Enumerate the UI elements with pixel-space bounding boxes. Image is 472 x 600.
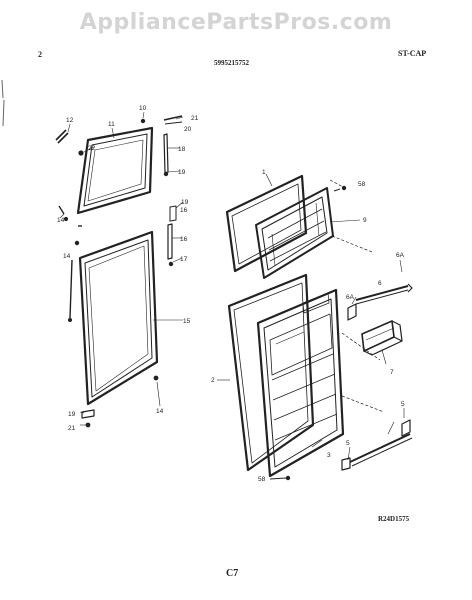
callout-labels: 12 11 10 22 21 20 18 19 19 16 16 17 14 1… bbox=[57, 105, 405, 483]
header-page-ref: 2 bbox=[38, 50, 42, 59]
callout-16-a: 16 bbox=[180, 207, 188, 214]
freezer-door-seal bbox=[225, 174, 308, 273]
header-model-number: 5995215752 bbox=[214, 59, 249, 67]
part-10-screw bbox=[140, 118, 146, 124]
callout-19-bottom: 19 bbox=[68, 411, 76, 418]
callout-11: 11 bbox=[108, 121, 115, 128]
header-section-code: ST-CAP bbox=[398, 49, 427, 58]
callout-19-mid: 19 bbox=[181, 199, 189, 206]
callout-5: 5 bbox=[346, 440, 350, 447]
callout-14-b: 14 bbox=[63, 253, 71, 260]
fresh-food-door-liner bbox=[256, 288, 345, 478]
callout-20: 20 bbox=[184, 126, 192, 133]
callout-14-c: 14 bbox=[156, 408, 164, 415]
page-number: C7 bbox=[226, 568, 239, 579]
watermark: AppliancePartsPros.com bbox=[79, 10, 393, 35]
callout-21-bottom: 21 bbox=[68, 425, 76, 432]
middle-hinge-parts bbox=[167, 205, 177, 267]
callout-1: 1 bbox=[262, 169, 266, 176]
left-screws bbox=[58, 205, 159, 381]
callout-15: 15 bbox=[183, 318, 191, 325]
callout-3: 3 bbox=[327, 452, 331, 459]
callout-6: 6 bbox=[378, 280, 382, 287]
lower-hinge-parts bbox=[81, 409, 95, 428]
callout-58-bottom: 58 bbox=[258, 476, 266, 483]
scan-edge-mark bbox=[1, 79, 5, 127]
callout-7: 7 bbox=[390, 369, 394, 376]
part-6-shelf-rail bbox=[347, 283, 413, 321]
fresh-food-door-gasket bbox=[78, 230, 159, 406]
callout-58-top: 58 bbox=[358, 181, 366, 188]
callout-2: 2 bbox=[211, 377, 215, 384]
callout-21-top: 21 bbox=[191, 115, 199, 122]
freezer-door-gasket bbox=[76, 126, 154, 215]
callout-16-b: 16 bbox=[180, 236, 188, 243]
part-22-screw bbox=[78, 150, 84, 156]
callout-18: 18 bbox=[178, 146, 186, 153]
callout-10: 10 bbox=[139, 105, 147, 112]
part-7-dairy-bin bbox=[361, 320, 403, 356]
part-12-strip bbox=[55, 129, 69, 144]
part-58-screw-bottom bbox=[269, 475, 291, 481]
callout-6a-top: 6A bbox=[396, 252, 405, 259]
callout-22: 22 bbox=[88, 145, 96, 152]
callout-4-area-5: 5 bbox=[401, 401, 405, 408]
part-4-lower-rail bbox=[341, 419, 413, 471]
callout-leaders bbox=[59, 111, 405, 461]
fresh-food-door-seal bbox=[227, 273, 315, 472]
callout-9: 9 bbox=[363, 217, 367, 224]
callout-12: 12 bbox=[66, 117, 74, 124]
callout-6a-mid: 6A bbox=[346, 294, 355, 301]
callout-17: 17 bbox=[180, 256, 188, 263]
part-58-screw-top bbox=[333, 185, 347, 192]
freezer-door-liner bbox=[255, 187, 334, 279]
diagram-code: R24D1575 bbox=[378, 515, 410, 523]
callout-19-top: 19 bbox=[178, 169, 186, 176]
leader-lines bbox=[329, 179, 385, 413]
callout-14-a: 14 bbox=[57, 217, 65, 224]
